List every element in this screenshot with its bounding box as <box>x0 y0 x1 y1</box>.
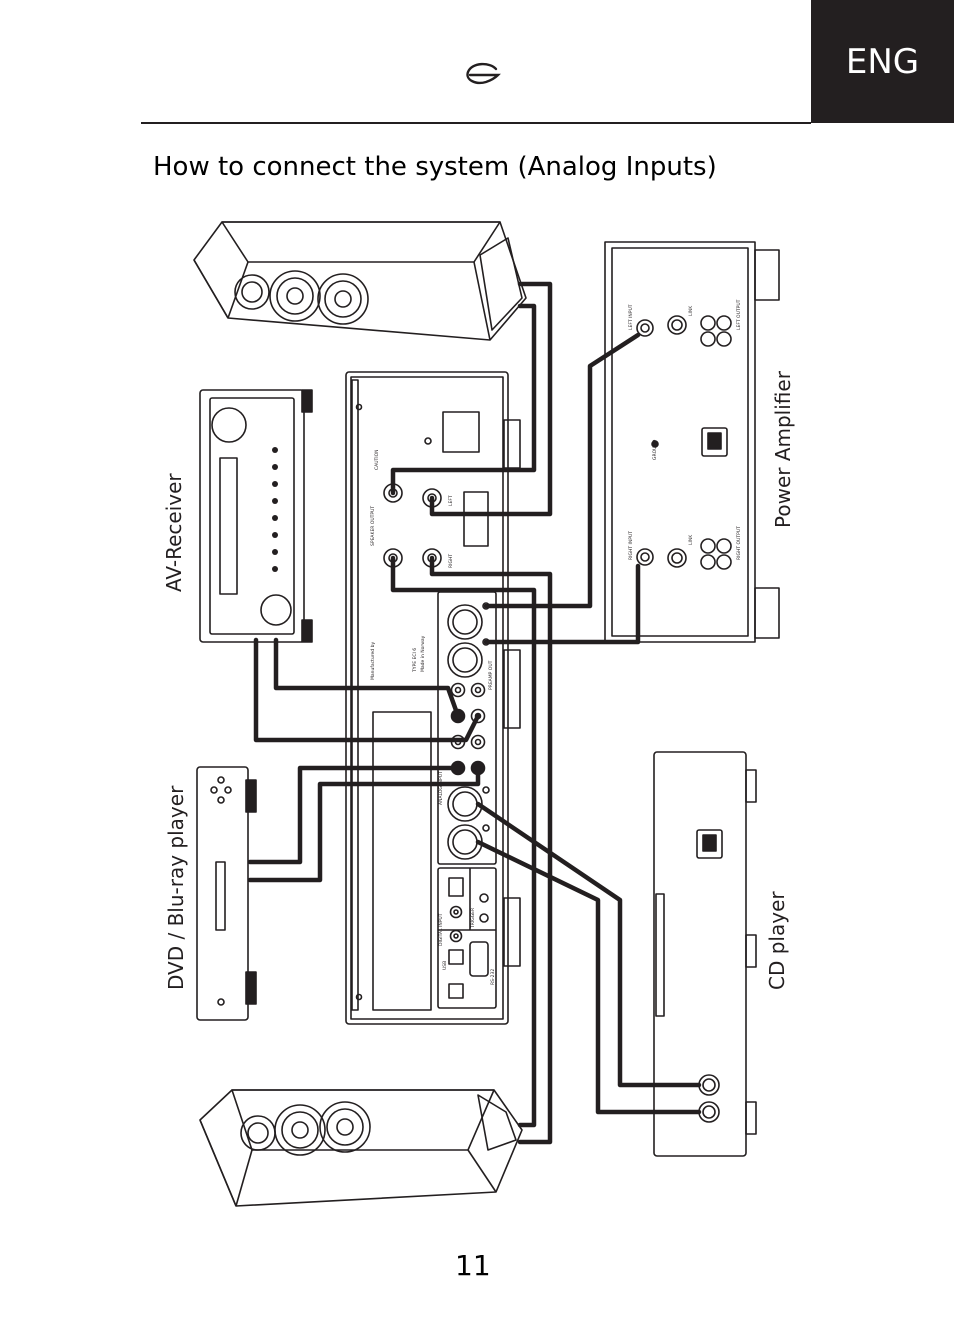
dvd-player-device <box>196 766 257 1021</box>
language-tab: ENG <box>811 0 954 123</box>
type-label: TYPE ECI 6 <box>412 648 418 673</box>
amp-ground-label: GROUND <box>652 439 658 460</box>
made-in-label: Made in Norway <box>420 635 426 672</box>
power-amplifier-device <box>604 241 780 643</box>
amp-right-output-label: RIGHT OUTPUT <box>736 526 742 560</box>
panel-labels: SPEAKER OUTPUT LEFT RIGHT PREAMP OUT ANA… <box>370 299 742 985</box>
speaker-left-label: LEFT <box>448 495 454 506</box>
page-number: 11 <box>455 1249 491 1282</box>
top-speaker <box>193 221 527 341</box>
dvd-player-label: DVD / Blu-ray player <box>164 785 188 990</box>
analog-input-label: ANALOG INPUT <box>438 771 444 805</box>
bottom-speaker <box>199 1089 523 1207</box>
rs232-label: RS-232 <box>490 969 496 985</box>
cd-player-label: CD player <box>765 891 789 990</box>
amp-link-bottom-label: LINK <box>688 534 694 545</box>
page-title: How to connect the system (Analog Inputs… <box>153 152 717 182</box>
speaker-right-label: RIGHT <box>448 554 454 568</box>
amp-right-input-label: RIGHT INPUT <box>628 531 634 560</box>
manufactured-by-label: Manufactured by <box>370 642 376 680</box>
amp-left-output-label: LEFT OUTPUT <box>736 299 742 330</box>
usb-label: USB <box>442 961 448 970</box>
preamp-out-label: PREAMP OUT <box>488 660 494 690</box>
amp-left-input-label: LEFT INPUT <box>628 304 634 330</box>
av-receiver-label: AV-Receiver <box>162 473 186 592</box>
av-receiver-device <box>199 389 313 643</box>
digital-input-label: DIGITAL INPUT <box>438 913 444 946</box>
cd-player-device <box>653 751 757 1157</box>
brand-logo-icon <box>466 62 501 85</box>
language-tab-label: ENG <box>845 41 920 82</box>
caution-label: CAUTION <box>374 450 380 471</box>
speaker-output-label: SPEAKER OUTPUT <box>370 506 376 546</box>
header-rule <box>141 122 811 124</box>
trigger-label: TRIGGER <box>470 908 476 929</box>
cables <box>247 281 702 1145</box>
power-amplifier-label: Power Amplifier <box>771 370 795 528</box>
integrated-amp-rear-panel <box>345 371 521 1025</box>
amp-link-top-label: LINK <box>688 305 694 316</box>
